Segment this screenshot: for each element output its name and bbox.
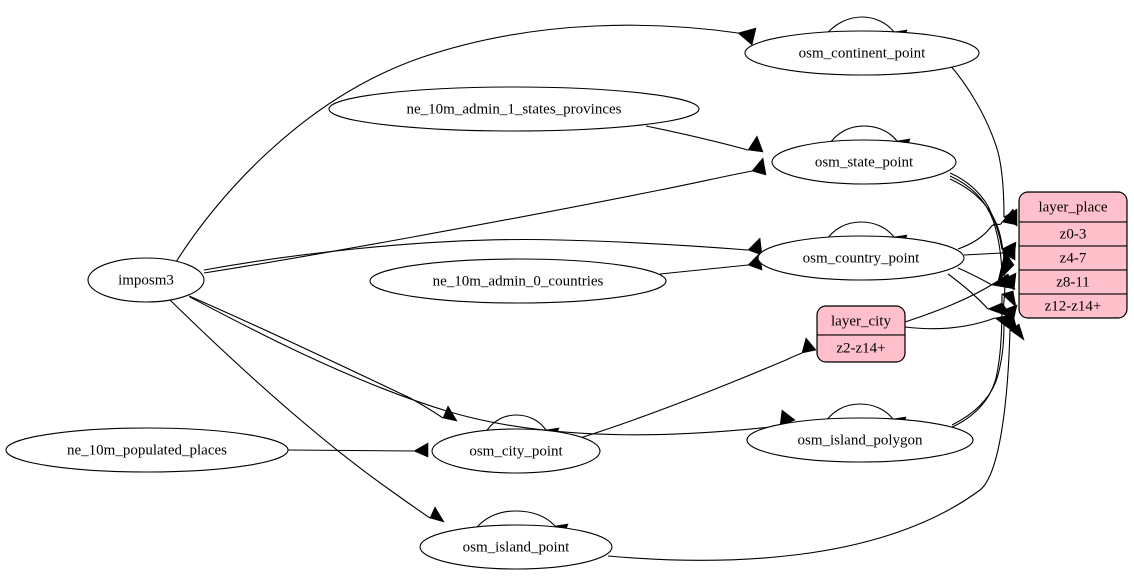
edge-ne_10m_admin_0_countries-to-osm_country_point <box>659 252 763 275</box>
edge-imposm3-to-osm_state_point <box>203 157 767 274</box>
record-row-bg-layer_city-title <box>817 306 905 336</box>
record-row-bg-layer_place-title <box>1019 192 1127 223</box>
edge-osm_country_point-to-layer_place-z8-11 <box>957 267 1016 290</box>
record-node-layer_place[interactable]: layer_place z0-3 z4-7 z8-11 z12-z14+ <box>1018 191 1128 319</box>
node-osm_state_point[interactable]: osm_state_point <box>771 139 957 185</box>
node-osm_island_polygon[interactable]: osm_island_polygon <box>746 417 974 463</box>
nodes-layer: imposm3 ne_10m_admin_1_states_provinces … <box>5 30 980 570</box>
node-osm_city_point[interactable]: osm_city_point <box>431 428 601 474</box>
edges-layer <box>169 16 1025 561</box>
record-row-bg-layer_city-z2-z14 <box>817 334 905 362</box>
node-ne_10m_admin_0_countries[interactable]: ne_10m_admin_0_countries <box>369 258 667 304</box>
edge-imposm3-to-osm_continent_point <box>175 24 757 263</box>
edge-ne_10m_admin_1_states_provinces-to-osm_state_point <box>645 125 764 153</box>
record-row-bg-layer_place-z0-3 <box>1019 221 1127 247</box>
edge-layer_city-to-layer_place-z12-z14 <box>904 313 1016 331</box>
edge-osm_city_point-to-layer_city <box>579 337 817 439</box>
record-row-bg-layer_place-z4-7 <box>1019 245 1127 271</box>
record-outline-layer_city <box>816 305 906 363</box>
edge-layer_city-to-layer_place-z4-7 <box>904 251 1015 323</box>
node-osm_island_point[interactable]: osm_island_point <box>419 524 613 570</box>
record-row-bg-layer_place-z8-11 <box>1019 269 1127 295</box>
node-imposm3[interactable]: imposm3 <box>87 257 205 303</box>
edge-osm_island_point-to-layer_place-z12-z14 <box>607 323 1025 561</box>
edge-imposm3-to-osm_country_point <box>203 237 763 271</box>
edge-imposm3-to-osm_island_point <box>169 299 445 523</box>
edge-osm_country_point-to-layer_place-z12-z14 <box>947 273 1014 319</box>
node-osm_continent_point[interactable]: osm_continent_point <box>744 30 980 76</box>
edge-ne_10m_populated_places-to-osm_city_point <box>287 442 429 458</box>
edge-osm_country_point-to-layer_place-z4-7 <box>963 243 1016 261</box>
edge-imposm3-to-osm_island_polygon <box>189 296 796 436</box>
node-ne_10m_admin_1_states_provinces[interactable]: ne_10m_admin_1_states_provinces <box>328 86 700 132</box>
edge-osm_country_point-to-layer_place-z0-3 <box>957 208 1018 250</box>
record-outline-layer_place <box>1018 191 1128 319</box>
node-ne_10m_populated_places[interactable]: ne_10m_populated_places <box>5 427 289 473</box>
record-node-layer_city[interactable]: layer_city z2-z14+ <box>816 305 906 363</box>
edge-imposm3-to-osm_city_point <box>188 295 458 422</box>
record-row-bg-layer_place-z12-z14 <box>1019 293 1127 318</box>
node-osm_country_point[interactable]: osm_country_point <box>757 235 965 281</box>
